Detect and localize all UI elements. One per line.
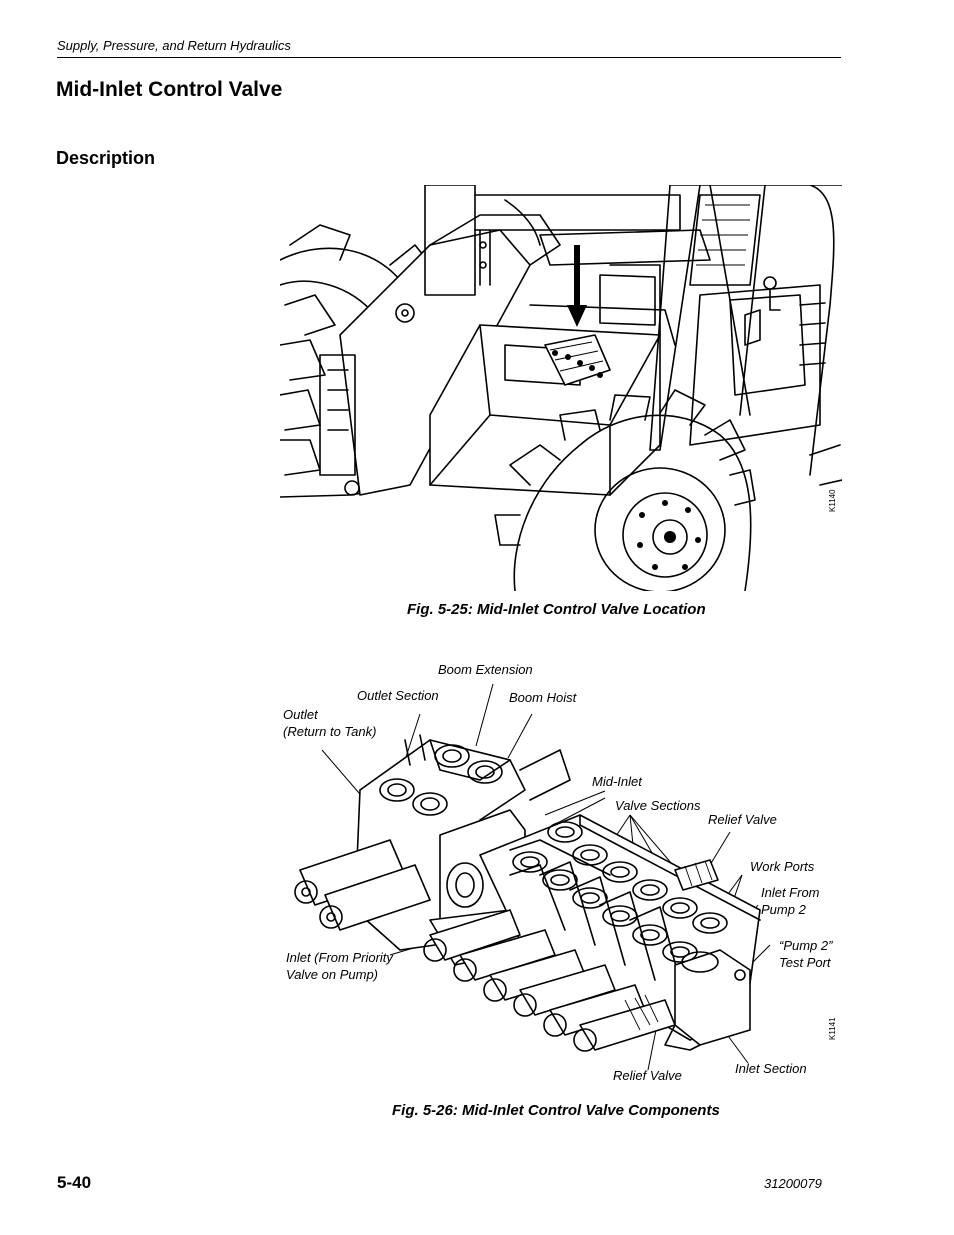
label-relief-valve-top: Relief Valve xyxy=(708,812,777,827)
label-inlet-pump2-line1: Inlet From xyxy=(761,885,820,900)
section-heading: Description xyxy=(56,148,156,168)
page-number: 5-40 xyxy=(57,1173,92,1192)
figure2-code: K1141 xyxy=(828,1017,837,1040)
label-test-port-line2: Test Port xyxy=(779,955,831,970)
header-rule xyxy=(57,57,841,58)
right-tire-drawing xyxy=(494,389,756,591)
label-work-ports: Work Ports xyxy=(750,859,815,874)
page-title: Mid-Inlet Control Valve xyxy=(56,78,283,101)
upper-frame-drawing xyxy=(424,185,711,296)
operator-cab-drawing xyxy=(649,185,842,476)
label-boom-hoist: Boom Hoist xyxy=(509,690,577,705)
label-outlet-line2: (Return to Tank) xyxy=(283,724,377,739)
figure1-caption: Fig. 5-25: Mid-Inlet Control Valve Locat… xyxy=(407,601,706,618)
figure1-code: K1140 xyxy=(828,489,837,512)
figure2-caption: Fig. 5-26: Mid-Inlet Control Valve Compo… xyxy=(392,1102,720,1119)
figure-machine-illustration xyxy=(280,185,842,591)
location-arrow-icon xyxy=(567,245,587,327)
label-inlet-priority-line2: Valve on Pump) xyxy=(286,967,379,982)
label-relief-valve-bottom: Relief Valve xyxy=(613,1068,682,1083)
boom-arm-drawing xyxy=(319,214,561,496)
label-mid-inlet: Mid-Inlet xyxy=(592,774,642,789)
work-spools-drawing xyxy=(423,909,676,1052)
label-valve-sections: Valve Sections xyxy=(615,798,701,813)
label-test-port-line1: “Pump 2” xyxy=(779,938,833,953)
label-inlet-priority-line1: Inlet (From Priority xyxy=(286,950,393,965)
label-boom-extension: Boom Extension xyxy=(438,662,533,677)
outlet-spools-drawing xyxy=(294,839,431,931)
relief-valve-top-drawing xyxy=(674,859,719,891)
control-valve-small-drawing xyxy=(544,334,611,386)
inlet-section-drawing xyxy=(664,949,751,1051)
label-pump2-test-port: “Pump 2” Test Port xyxy=(779,937,832,971)
label-inlet-from-pump2: Inlet From Pump 2 xyxy=(761,884,820,918)
figure-valve-components xyxy=(294,683,771,1071)
label-outlet-line1: Outlet xyxy=(283,707,318,722)
rear-frame-drawing xyxy=(809,444,842,486)
label-inlet-pump2-line2: Pump 2 xyxy=(761,902,806,917)
label-inlet-section: Inlet Section xyxy=(735,1061,807,1076)
running-header: Supply, Pressure, and Return Hydraulics xyxy=(57,38,291,53)
document-number: 31200079 xyxy=(764,1176,822,1191)
label-outlet: Outlet (Return to Tank) xyxy=(283,706,376,740)
label-outlet-section: Outlet Section xyxy=(357,688,439,703)
label-inlet-priority: Inlet (From Priority Valve on Pump) xyxy=(286,949,393,983)
